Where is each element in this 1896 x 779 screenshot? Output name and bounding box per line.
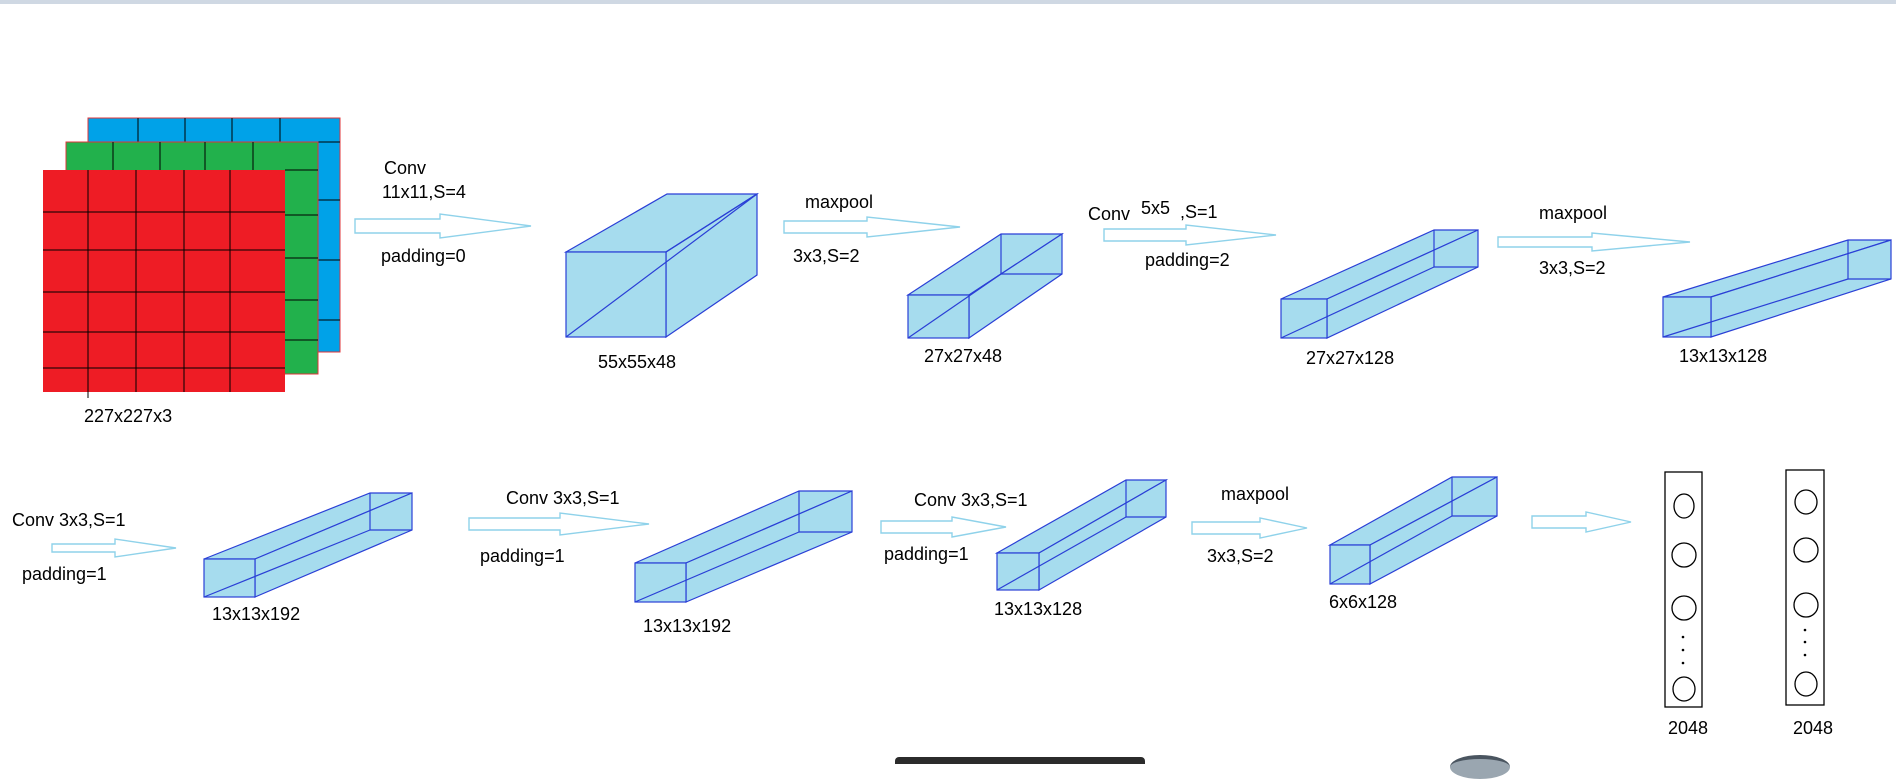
op8-maxpool-label: maxpool [1221, 484, 1289, 504]
bottom-overlay-disc [1450, 755, 1510, 779]
fc1-neuron [1671, 542, 1697, 568]
volume-6x6x128 [1327, 475, 1498, 586]
op2-kernel-stride-label: 3x3,S=2 [793, 246, 860, 266]
op8-kernel-stride-label: 3x3,S=2 [1207, 546, 1274, 566]
vol4-size-label: 13x13x128 [1679, 346, 1767, 366]
op2-maxpool-label: maxpool [805, 192, 873, 212]
op5-conv-label: Conv 3x3,S=1 [12, 510, 126, 530]
op8-arrow [1191, 517, 1308, 539]
op2-arrow [783, 216, 961, 238]
op1-padding-label: padding=0 [381, 246, 466, 266]
op1-kernel-stride-label: 11x11,S=4 [382, 182, 466, 202]
op5-padding-label: padding=1 [22, 564, 107, 584]
fc1-neuron [1671, 595, 1697, 621]
volume-55x55x48 [563, 192, 760, 339]
fc-layer-1 [1664, 471, 1703, 708]
top-border [0, 0, 1896, 4]
fc2-neuron [1794, 671, 1818, 697]
volume-13x13x192-a [203, 492, 413, 598]
fc2-size-label: 2048 [1793, 718, 1833, 738]
red-channel-layer [43, 170, 285, 392]
fc1-ellipsis-dot [1681, 635, 1685, 639]
op6-conv-label: Conv 3x3,S=1 [506, 488, 620, 508]
fc2-neuron [1793, 537, 1819, 563]
fc1-ellipsis-dot [1681, 661, 1685, 665]
op5-arrow [51, 538, 177, 558]
input-size-label: 227x227x3 [84, 406, 172, 426]
fc1-neuron [1672, 676, 1696, 702]
volume-27x27x48 [905, 232, 1065, 340]
vol1-size-label: 55x55x48 [598, 352, 676, 372]
vol8-size-label: 6x6x128 [1329, 592, 1397, 612]
bottom-overlay-bar [895, 757, 1145, 764]
op9-arrow [1531, 511, 1632, 533]
op7-conv-label: Conv 3x3,S=1 [914, 490, 1028, 510]
op6-arrow [468, 512, 650, 536]
volume-13x13x192-b [634, 490, 853, 603]
input-image-stack [43, 117, 341, 398]
vol3-size-label: 27x27x128 [1306, 348, 1394, 368]
vol6-size-label: 13x13x192 [643, 616, 731, 636]
green-channel-grid [112, 142, 318, 341]
fc2-neuron [1793, 592, 1819, 618]
vol5-size-label: 13x13x192 [212, 604, 300, 624]
op4-kernel-stride-label: 3x3,S=2 [1539, 258, 1606, 278]
op6-padding-label: padding=1 [480, 546, 565, 566]
vol2-size-label: 27x27x48 [924, 346, 1002, 366]
fc2-ellipsis-dot [1803, 628, 1807, 632]
op3-padding-label: padding=2 [1145, 250, 1230, 270]
blue-channel-grid [137, 118, 340, 321]
op3-stride-label: ,S=1 [1180, 202, 1218, 222]
fc2-ellipsis-dot [1803, 640, 1807, 644]
fc-layer-2 [1785, 469, 1825, 706]
volume-27x27x128 [1280, 229, 1479, 339]
vol7-size-label: 13x13x128 [994, 599, 1082, 619]
fc2-neuron [1794, 489, 1818, 515]
op7-padding-label: padding=1 [884, 544, 969, 564]
fc1-neuron [1673, 493, 1695, 519]
op1-arrow [354, 213, 532, 239]
volume-13x13x128-b [994, 478, 1169, 592]
op3-arrow [1103, 224, 1277, 246]
op4-maxpool-label: maxpool [1539, 203, 1607, 223]
op3-conv-label: Conv [1088, 204, 1130, 224]
fc1-size-label: 2048 [1668, 718, 1708, 738]
op7-arrow [880, 516, 1007, 538]
op4-arrow [1497, 232, 1691, 252]
fc2-ellipsis-dot [1803, 653, 1807, 657]
red-channel-grid [43, 170, 285, 398]
op3-kernel-label: 5x5 [1141, 198, 1170, 218]
op1-conv-label: Conv [384, 158, 426, 178]
volume-13x13x128 [1662, 239, 1892, 338]
fc1-ellipsis-dot [1681, 648, 1685, 652]
